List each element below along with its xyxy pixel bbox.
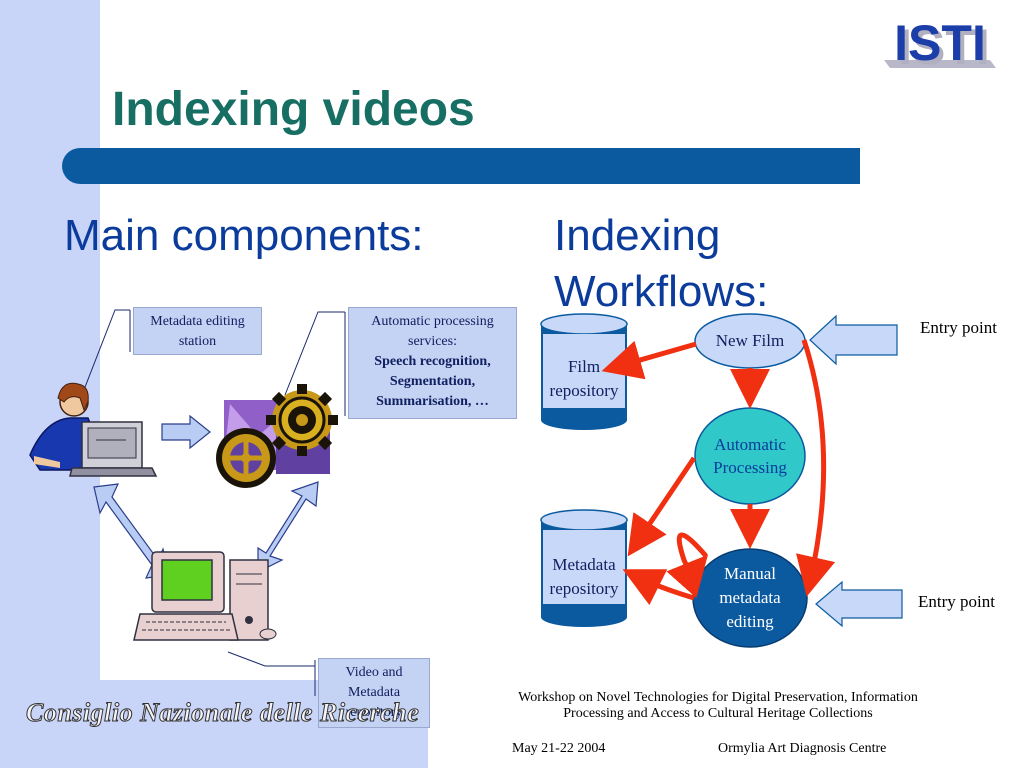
- person-at-computer-icon: [29, 382, 158, 477]
- block-arrow-icon: [161, 414, 211, 450]
- callout-pointer: [284, 311, 345, 396]
- callout-pointer: [79, 309, 130, 401]
- metadata-repository-label: repository: [550, 579, 619, 598]
- svg-text:ISTI: ISTI: [898, 19, 990, 72]
- gears-icon: [216, 384, 338, 488]
- side-band: [0, 0, 100, 768]
- footer-line: Workshop on Novel Technologies for Digit…: [518, 690, 918, 705]
- manual-editing-label: metadata: [719, 588, 781, 607]
- metadata-repository-icon: [540, 509, 628, 627]
- main-components-heading: Main components:: [64, 211, 424, 260]
- footer-date: May 21-22 2004: [512, 741, 606, 756]
- workflow-arrows: [601, 339, 836, 606]
- callout-text: Video and: [345, 665, 403, 680]
- callout-text: Metadata: [347, 685, 401, 700]
- isti-logo: ISTI ISTI: [880, 10, 1000, 75]
- title-bar: [62, 148, 860, 184]
- block-arrow-icon: [815, 580, 903, 628]
- metadata-editing-callout: Metadata editing station: [133, 307, 262, 355]
- footer-workshop: Workshop on Novel Technologies for Digit…: [440, 690, 996, 722]
- callout-text: Metadata editing station: [150, 314, 245, 349]
- callout-text: Automatic processing services:: [371, 314, 494, 349]
- new-film-label: New Film: [716, 331, 784, 350]
- footer-venue: Ormylia Art Diagnosis Centre: [718, 741, 887, 756]
- workflow-diagram: Film repository Metadata repository New …: [540, 313, 903, 648]
- cnr-logo: Consiglio Nazionale delle Ricerche: [25, 698, 420, 728]
- entry-point-label: Entry point: [918, 592, 995, 611]
- page-title: Indexing videos: [112, 83, 475, 136]
- manual-editing-label: Manual: [724, 564, 776, 583]
- video-repository-callout: Video and Metadata repository: [318, 658, 430, 728]
- film-repository-label: repository: [550, 381, 619, 400]
- automatic-processing-label: Automatic: [714, 435, 786, 454]
- film-repository-label: Film: [568, 357, 600, 376]
- callout-pointer: [227, 651, 315, 667]
- callout-bold-text: Speech recognition,: [374, 354, 491, 369]
- desktop-computer-icon: [133, 551, 277, 641]
- indexing-workflows-heading: Indexing Workflows:: [554, 211, 769, 316]
- manual-editing-label: editing: [726, 612, 774, 631]
- callout-text: repository: [345, 705, 403, 720]
- block-arrow-icon: [809, 314, 898, 366]
- automatic-processing-label: Processing: [713, 458, 787, 477]
- footer-line: Processing and Access to Cultural Herita…: [563, 706, 873, 721]
- entry-point-label: Entry point: [920, 318, 997, 337]
- automatic-processing-callout: Automatic processing services: Speech re…: [348, 307, 517, 419]
- automatic-processing-node: [694, 407, 806, 505]
- double-arrow-icon: [257, 481, 319, 573]
- isti-logo-text: ISTI: [894, 15, 986, 71]
- metadata-repository-label: Metadata: [552, 555, 616, 574]
- components-diagram: [29, 309, 346, 696]
- callout-bold-text: Segmentation,: [389, 374, 476, 389]
- callout-bold-text: Summarisation, …: [376, 394, 489, 409]
